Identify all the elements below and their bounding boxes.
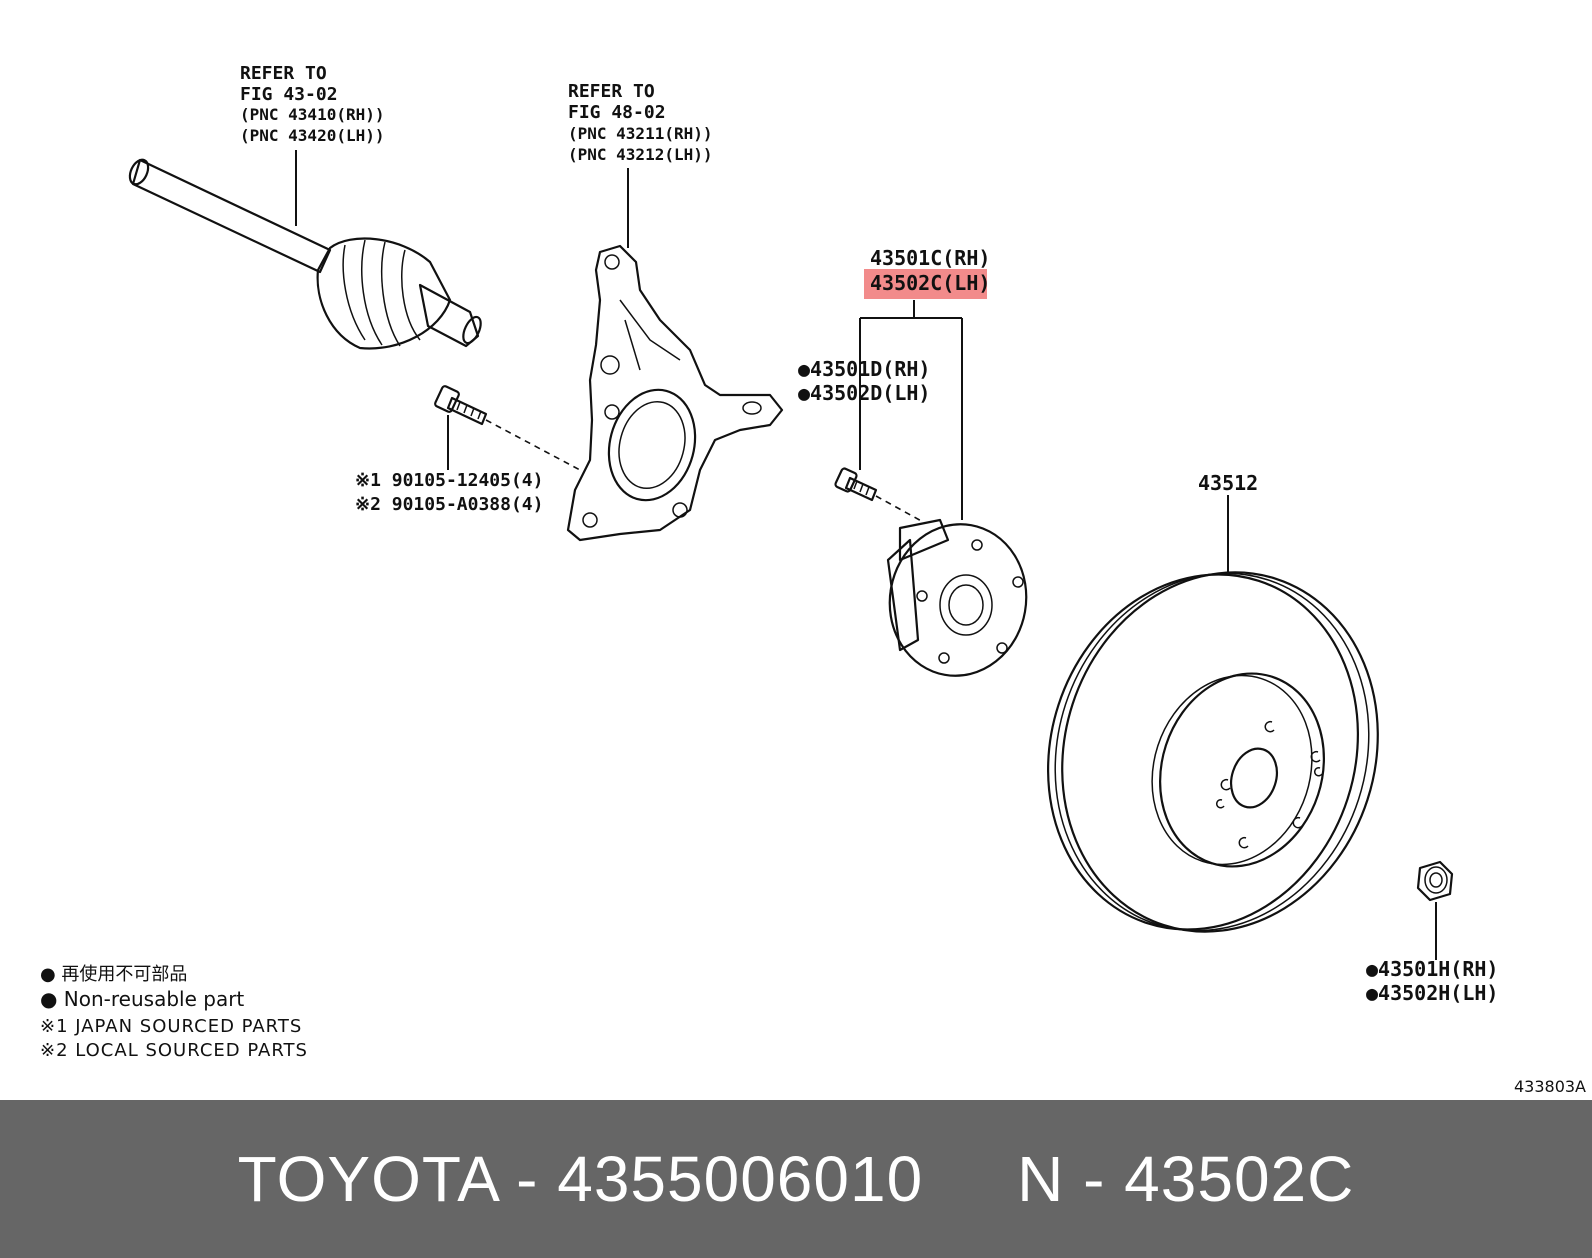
hub-bolt-drawing [834, 467, 926, 524]
knuckle-ref-line-3: (PNC 43211(RH)) [568, 124, 713, 143]
hub-bolt-rh-label: ●43501D(RH) [798, 357, 930, 381]
hub-bearing-drawing [886, 518, 1028, 677]
parts-diagram: REFER TO FIG 43-02 (PNC 43410(RH)) (PNC … [40, 63, 1586, 1096]
hub-bolt-lh-label: ●43502D(LH) [798, 381, 930, 405]
driveshaft-ref-line-2: FIG 43-02 [240, 84, 338, 105]
footer-bar: TOYOTA - 4355006010 N - 43502C [0, 1100, 1592, 1258]
drive-shaft-drawing [128, 158, 482, 350]
leader-lines [295, 150, 1437, 960]
driveshaft-reference-label: REFER TO FIG 43-02 (PNC 43410(RH)) (PNC … [240, 63, 385, 145]
figure-code: 433803A [1514, 1077, 1586, 1096]
hub-rh-label: 43501C(RH) [870, 246, 990, 270]
driveshaft-ref-line-1: REFER TO [240, 63, 327, 84]
brake-disc-drawing [1047, 571, 1379, 933]
legend: ● 再使用不可部品 ● Non-reusable part ※1 JAPAN S… [40, 964, 308, 1061]
steering-knuckle-drawing [566, 244, 784, 542]
hub-lh-label: 43502C(LH) [870, 271, 990, 295]
driveshaft-ref-line-3: (PNC 43410(RH)) [240, 105, 385, 124]
hub-nut-lh-label: ●43502H(LH) [1366, 981, 1498, 1005]
knuckle-ref-line-4: (PNC 43212(LH)) [568, 145, 713, 164]
knuckle-bolt-label-1: ※1 90105-12405(4) [355, 470, 543, 491]
knuckle-ref-line-1: REFER TO [568, 81, 655, 102]
knuckle-bolt-drawing [434, 385, 581, 471]
legend-nonreusable-jp: ● 再使用不可部品 [40, 964, 187, 985]
knuckle-reference-label: REFER TO FIG 48-02 (PNC 43211(RH)) (PNC … [568, 81, 713, 164]
hub-lh-highlight [864, 269, 987, 299]
part-number-caption: TOYOTA - 4355006010 N - 43502C [237, 1143, 1355, 1215]
driveshaft-ref-line-4: (PNC 43420(LH)) [240, 126, 385, 145]
legend-nonreusable-en: ● Non-reusable part [40, 987, 244, 1011]
knuckle-ref-line-2: FIG 48-02 [568, 102, 666, 123]
hub-nut-rh-label: ●43501H(RH) [1366, 957, 1498, 981]
hub-nut-drawing [1416, 860, 1454, 902]
brake-disc-label: 43512 [1198, 471, 1258, 495]
knuckle-bolt-label-2: ※2 90105-A0388(4) [355, 494, 543, 515]
legend-note-1: ※1 JAPAN SOURCED PARTS [40, 1016, 302, 1037]
legend-note-2: ※2 LOCAL SOURCED PARTS [40, 1040, 308, 1061]
